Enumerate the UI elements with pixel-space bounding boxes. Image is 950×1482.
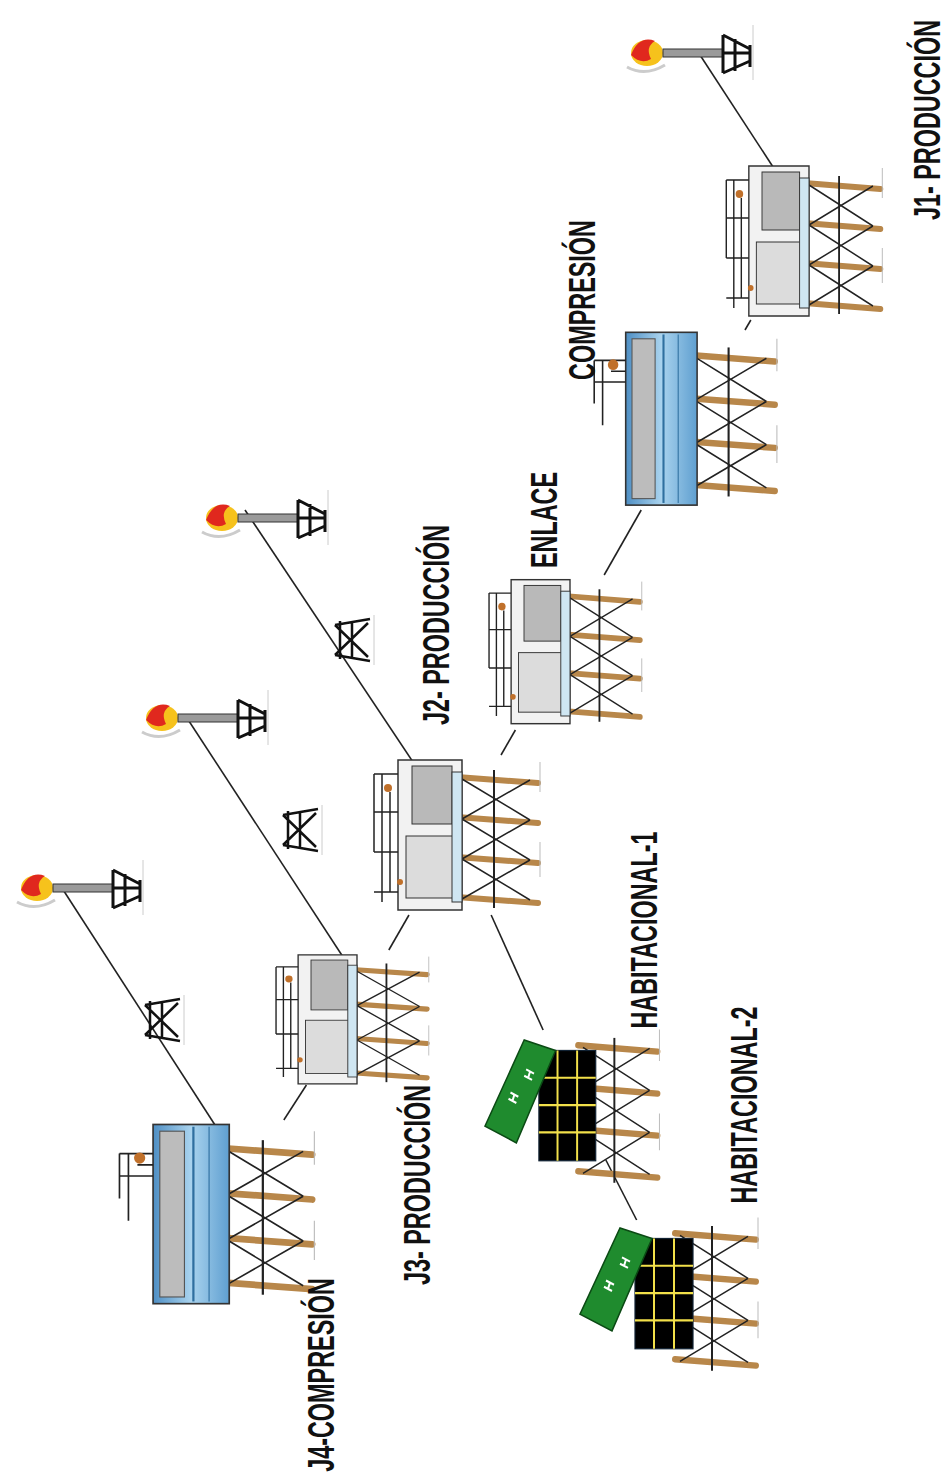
pipeline-connector xyxy=(501,730,515,755)
pipeline-connector xyxy=(745,320,751,330)
platform-node: HABITACIONAL-2 xyxy=(580,1220,760,1350)
platform-label: HABITACIONAL-1 xyxy=(627,831,663,1028)
pipeline-connector xyxy=(491,915,543,1030)
platform-label: J2- PRODUCCIÓN xyxy=(419,525,455,725)
platform-node: J1- PRODUCCIÓN xyxy=(715,160,880,320)
platform-node: HABITACIONAL-1 xyxy=(485,1030,660,1160)
flare-lines xyxy=(60,55,775,1125)
platform-label: J4-COMPRESIÓN xyxy=(304,1278,340,1472)
platform-node: J3- PRODUCCIÓN xyxy=(270,950,430,1085)
platform-node: COMPRESIÓN xyxy=(600,330,785,510)
pipeline-connector xyxy=(284,1085,307,1120)
pipeline-connector xyxy=(606,1160,637,1220)
pipeline-connector xyxy=(389,915,409,950)
pipeline-connector xyxy=(604,510,641,575)
platform-label: COMPRESIÓN xyxy=(565,220,601,380)
platform-node: ENLACE xyxy=(480,575,640,730)
platform-label: HABITACIONAL-2 xyxy=(727,1006,763,1203)
platform-node: J4-COMPRESIÓN xyxy=(115,1120,330,1310)
platform-node: J2- PRODUCCIÓN xyxy=(365,755,545,915)
platform-label: J1- PRODUCCIÓN xyxy=(910,20,946,220)
platform-label: ENLACE xyxy=(527,472,563,568)
platform-label: J3- PRODUCCIÓN xyxy=(400,1085,436,1285)
